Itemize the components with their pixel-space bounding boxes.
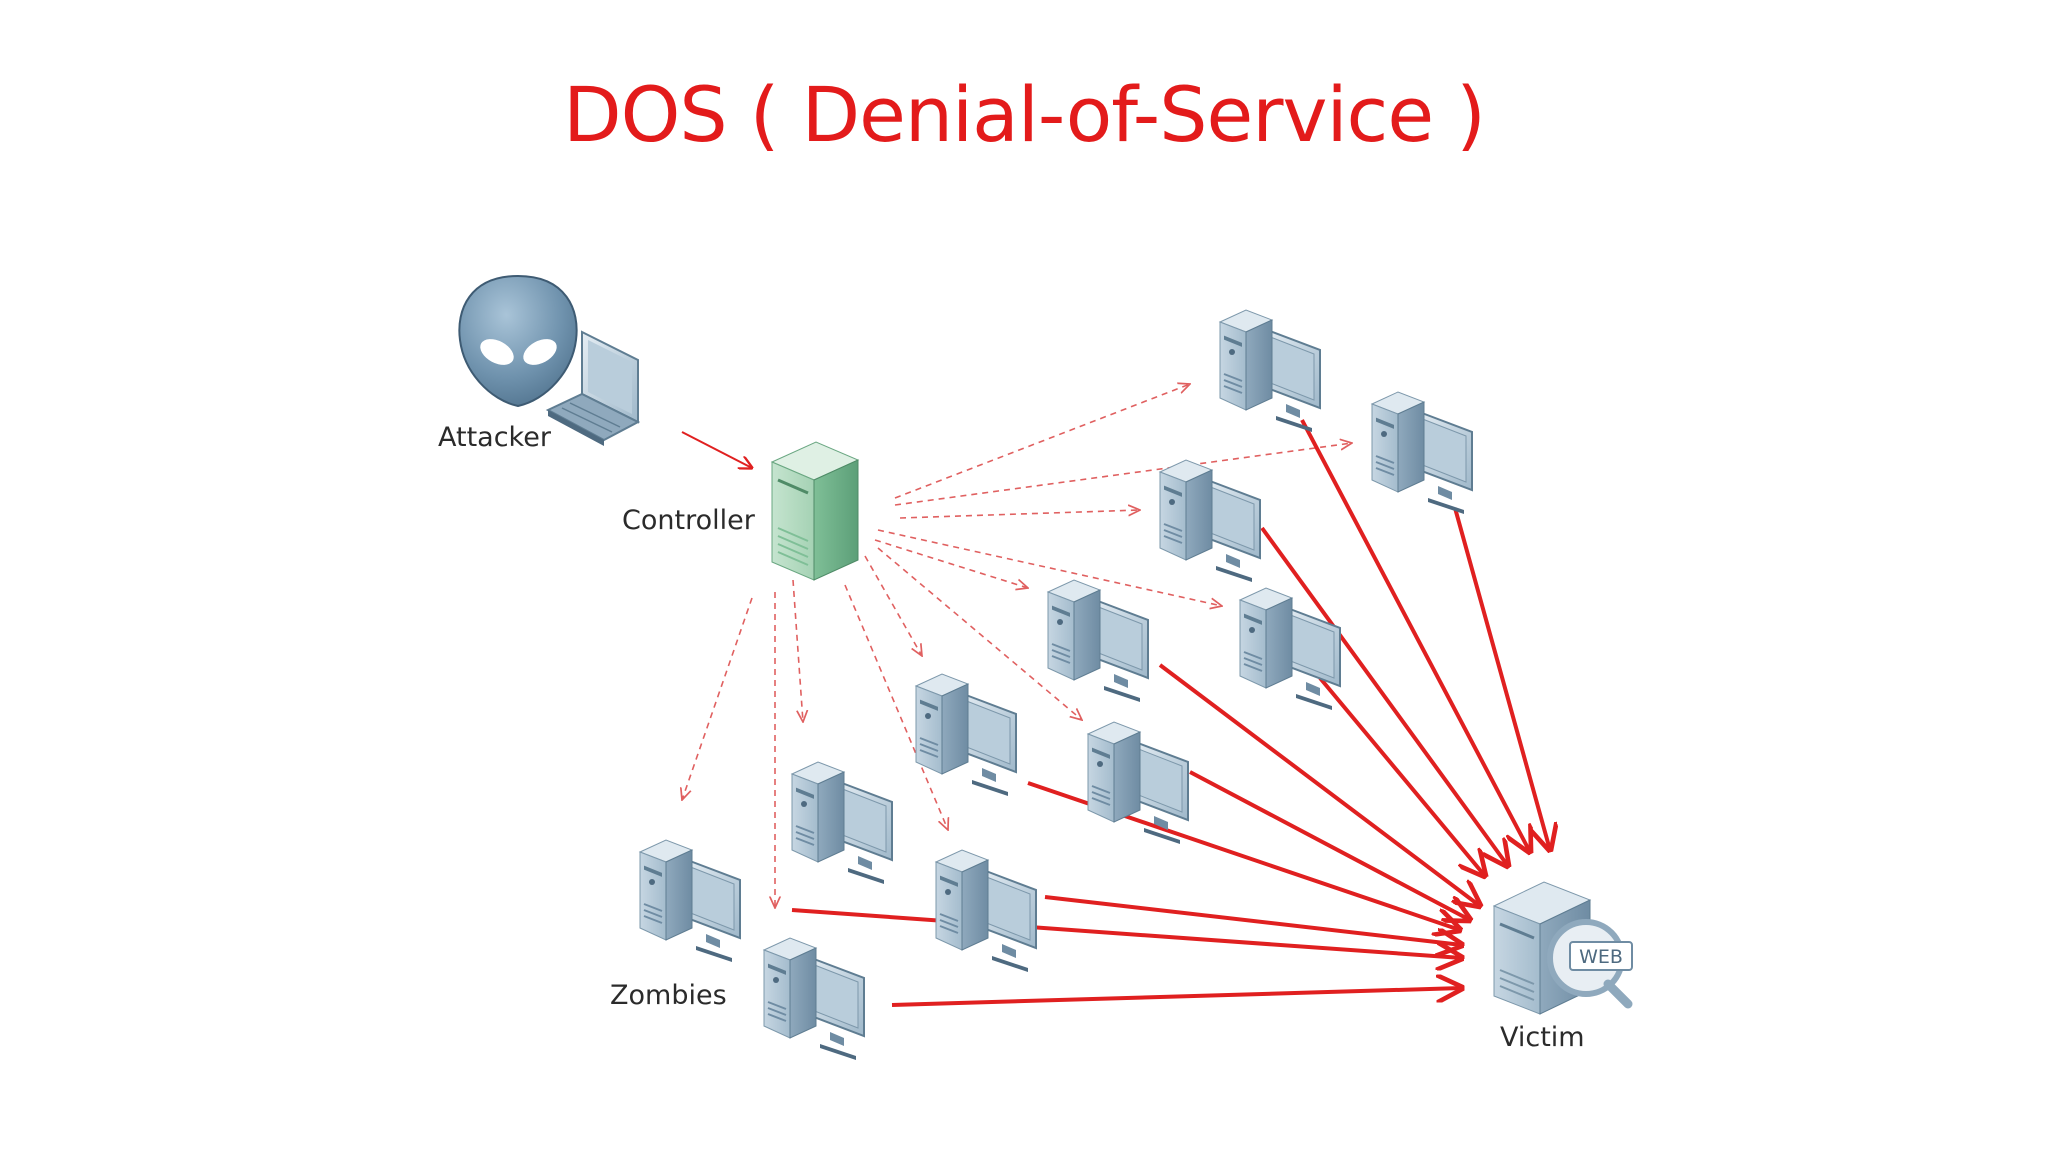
zombie-computer-icon bbox=[763, 937, 865, 1061]
zombie-computer-icon bbox=[1047, 579, 1149, 703]
attacker-label: Attacker bbox=[438, 422, 551, 453]
zombie-attack-arrows bbox=[791, 419, 1550, 1007]
zombie-computer-icon bbox=[915, 673, 1017, 797]
zombie-computer-icon bbox=[1087, 721, 1189, 845]
victim-label: Victim bbox=[1500, 1022, 1585, 1053]
zombie-computer-icon bbox=[1219, 309, 1321, 433]
zombie-computer-icon bbox=[1239, 587, 1341, 711]
controller-label: Controller bbox=[622, 505, 755, 536]
victim-server-icon: WEB bbox=[1492, 881, 1633, 1015]
zombie-computer-icon bbox=[1371, 391, 1473, 515]
attacker-to-controller-arrow bbox=[681, 431, 752, 468]
controller-command-arrows bbox=[682, 384, 1352, 908]
zombies-label: Zombies bbox=[610, 980, 727, 1011]
zombie-computer-icon bbox=[639, 839, 741, 963]
zombie-computer-icon bbox=[1159, 459, 1261, 583]
zombie-computer-icon bbox=[791, 761, 893, 885]
attacker-icon bbox=[458, 274, 641, 446]
zombie-computer-icon bbox=[935, 849, 1037, 973]
alien-head-icon bbox=[458, 274, 578, 408]
web-badge-label: WEB bbox=[1579, 946, 1623, 968]
web-badge bbox=[1569, 941, 1633, 971]
laptop-icon bbox=[545, 330, 641, 446]
page-title: DOS ( Denial-of-Service ) bbox=[563, 70, 1486, 159]
controller-server-icon bbox=[770, 441, 860, 581]
zombie-computers bbox=[639, 309, 1473, 1061]
